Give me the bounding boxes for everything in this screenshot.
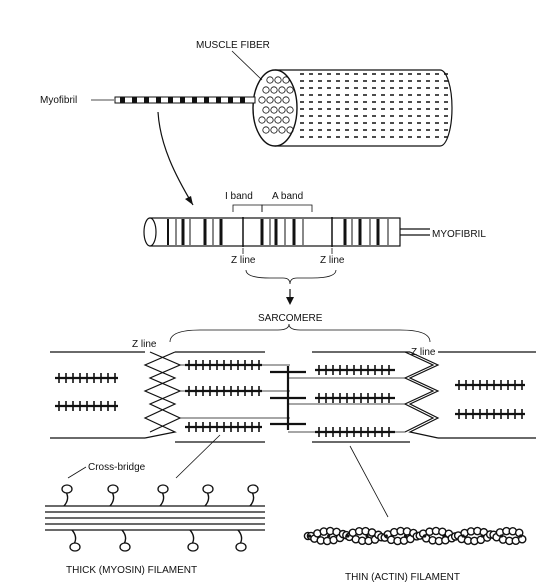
z-line-label-left: Z line xyxy=(132,339,157,350)
thick-filament-label: THICK (MYOSIN) FILAMENT xyxy=(66,565,197,576)
cross-bridge-leader xyxy=(67,466,87,479)
myofibril-rod xyxy=(143,217,430,247)
down-arrow-head xyxy=(286,297,294,305)
cross-bridge-label: Cross-bridge xyxy=(88,462,146,473)
myofibril-left-label: Myofibril xyxy=(40,95,77,106)
thin-zoom-leader xyxy=(349,445,389,518)
sarcomere-brace xyxy=(245,269,337,285)
muscle-fiber-striations xyxy=(300,73,448,138)
z-line-label-right: Z line xyxy=(411,347,436,358)
thick-zoom-leader xyxy=(175,434,221,479)
sarcomere-detail xyxy=(50,351,536,443)
i-band-bracket xyxy=(232,204,263,212)
thick-filament-detail xyxy=(45,484,265,552)
z-line-label-2: Z line xyxy=(320,255,345,266)
i-band-label: I band xyxy=(225,191,253,202)
sarcomere-bracket xyxy=(169,323,431,343)
a-band-bracket xyxy=(261,204,313,212)
curved-arrow-head xyxy=(185,196,193,205)
z-line-label-1: Z line xyxy=(231,255,256,266)
muscle-fiber-cylinder xyxy=(252,69,453,147)
thin-filament-detail xyxy=(303,526,527,546)
myofibril-right-label: MYOFIBRIL xyxy=(432,229,486,240)
protruding-myofibril xyxy=(114,96,256,104)
muscle-fiber-label: MUSCLE FIBER xyxy=(196,40,270,51)
thin-filament-label: THIN (ACTIN) FILAMENT xyxy=(345,572,460,583)
muscle-fiber-leader xyxy=(231,50,263,81)
cross-bridges xyxy=(61,484,259,552)
muscle-fiber-cross-section xyxy=(258,76,294,134)
a-band-label: A band xyxy=(272,191,303,202)
curved-arrow xyxy=(157,111,194,206)
sarcomere-label: SARCOMERE xyxy=(258,313,323,324)
